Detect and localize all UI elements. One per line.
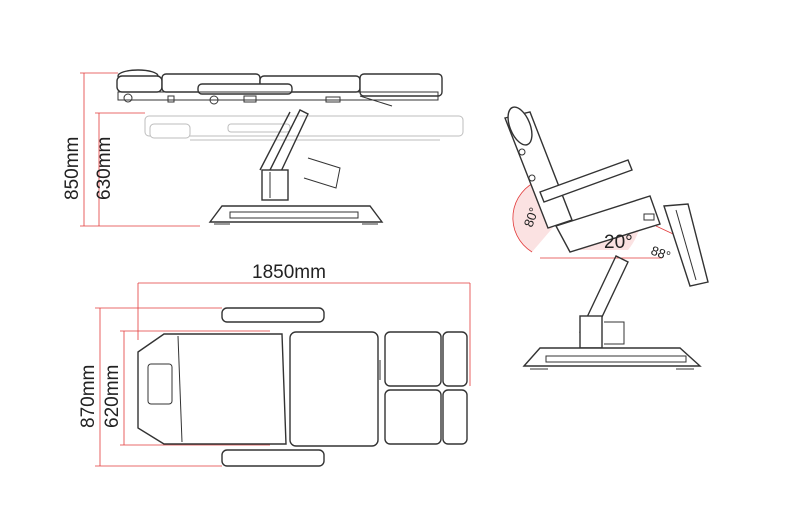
lift-column [259, 109, 341, 201]
ghost-lowered-bed [144, 115, 464, 141]
raised-bed [116, 69, 443, 107]
angle-legrest: 88° [649, 243, 673, 264]
chair-view: 80° 20° 88° [504, 106, 709, 370]
dim-630: 630mm [94, 137, 115, 200]
top-view: 1850mm 870mm 620mm [78, 262, 471, 467]
height-dimensions: 850mm 630mm [62, 72, 200, 227]
angle-seat: 20° [604, 232, 633, 253]
angle-backrest: 80° [521, 205, 542, 229]
dim-620: 620mm [102, 365, 123, 428]
side-view-flat [116, 69, 464, 225]
dim-870: 870mm [78, 365, 99, 428]
dim-1850: 1850mm [252, 262, 326, 283]
dim-850: 850mm [62, 137, 83, 200]
base [208, 205, 384, 225]
